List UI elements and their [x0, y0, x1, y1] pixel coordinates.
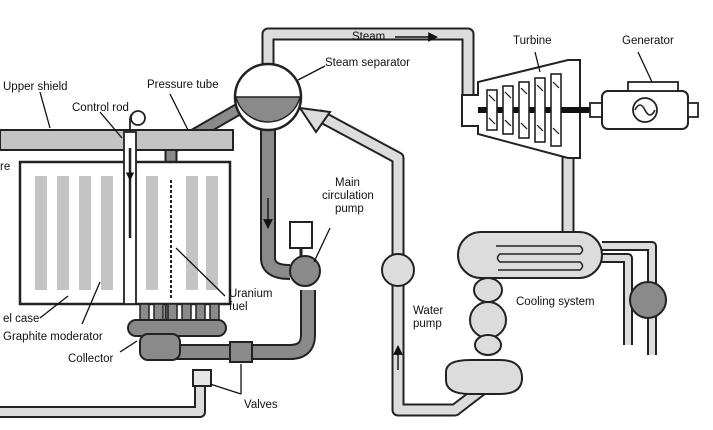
collector	[127, 303, 227, 361]
label-collector: Collector	[68, 353, 114, 365]
control-rod-drive-icon	[130, 110, 146, 126]
reactor-core	[0, 129, 234, 306]
label-wp-line1: Water	[413, 305, 443, 317]
feedwater-inlet-pipe	[0, 374, 206, 418]
downcomer-pipe	[260, 125, 291, 280]
pump-outlet-pipe	[150, 290, 316, 360]
turbine	[461, 59, 590, 159]
label-wp-line2: pump	[413, 318, 442, 330]
graphite-blocks	[35, 176, 218, 290]
labels: Upper shield Control rod Pressure tube S…	[0, 31, 674, 411]
water-pump	[381, 253, 415, 287]
label-main-circulation-pump: Main circulation pump	[322, 177, 377, 215]
turbine-shaft	[478, 107, 590, 113]
steam-pipe	[261, 27, 475, 95]
label-steel-case-partial: el case	[3, 313, 39, 325]
label-valves: Valves	[244, 399, 278, 411]
hotwell-chain	[445, 277, 524, 395]
pump-body-icon	[289, 255, 321, 287]
return-flow-arrowhead	[297, 106, 332, 134]
valves	[192, 341, 253, 387]
valve-1-icon	[229, 341, 253, 363]
label-core-partial: re	[0, 161, 10, 173]
cooling-water-pump	[629, 281, 667, 319]
pump-motor-icon	[289, 221, 313, 249]
turbine-blades	[486, 73, 562, 147]
condenser	[457, 231, 603, 279]
cooling-water-pipes	[602, 241, 657, 355]
label-control-rod: Control rod	[72, 102, 129, 114]
valve-2-icon	[192, 369, 212, 387]
label-mcp-line1: Main	[335, 177, 360, 189]
label-water-pump: Water pump	[413, 305, 446, 330]
main-circulation-pump	[289, 221, 321, 287]
control-rod	[123, 110, 146, 305]
condensate-return-pipe	[314, 109, 498, 417]
label-pressure-tube: Pressure tube	[147, 79, 219, 91]
label-mcp-line3: pump	[335, 203, 364, 215]
label-uranium-fuel: Uranium fuel	[229, 288, 276, 313]
label-turbine: Turbine	[513, 35, 552, 47]
upper-shield	[0, 129, 234, 151]
label-cooling-system: Cooling system	[516, 296, 595, 308]
label-uranium-line1: Uranium	[229, 288, 272, 300]
flow-arrows	[263, 32, 438, 370]
label-steam-separator: Steam separator	[325, 57, 410, 69]
leader-lines	[39, 51, 653, 395]
label-uranium-line2: fuel	[229, 301, 248, 313]
label-mcp-line2: circulation	[322, 190, 374, 202]
label-generator: Generator	[622, 35, 674, 47]
steam-separator	[233, 62, 303, 132]
label-upper-shield: Upper shield	[3, 81, 68, 93]
label-steam: Steam	[352, 31, 385, 43]
generator	[589, 81, 699, 130]
label-graphite-moderator: Graphite moderator	[3, 331, 103, 343]
condenser-coil	[496, 245, 584, 271]
